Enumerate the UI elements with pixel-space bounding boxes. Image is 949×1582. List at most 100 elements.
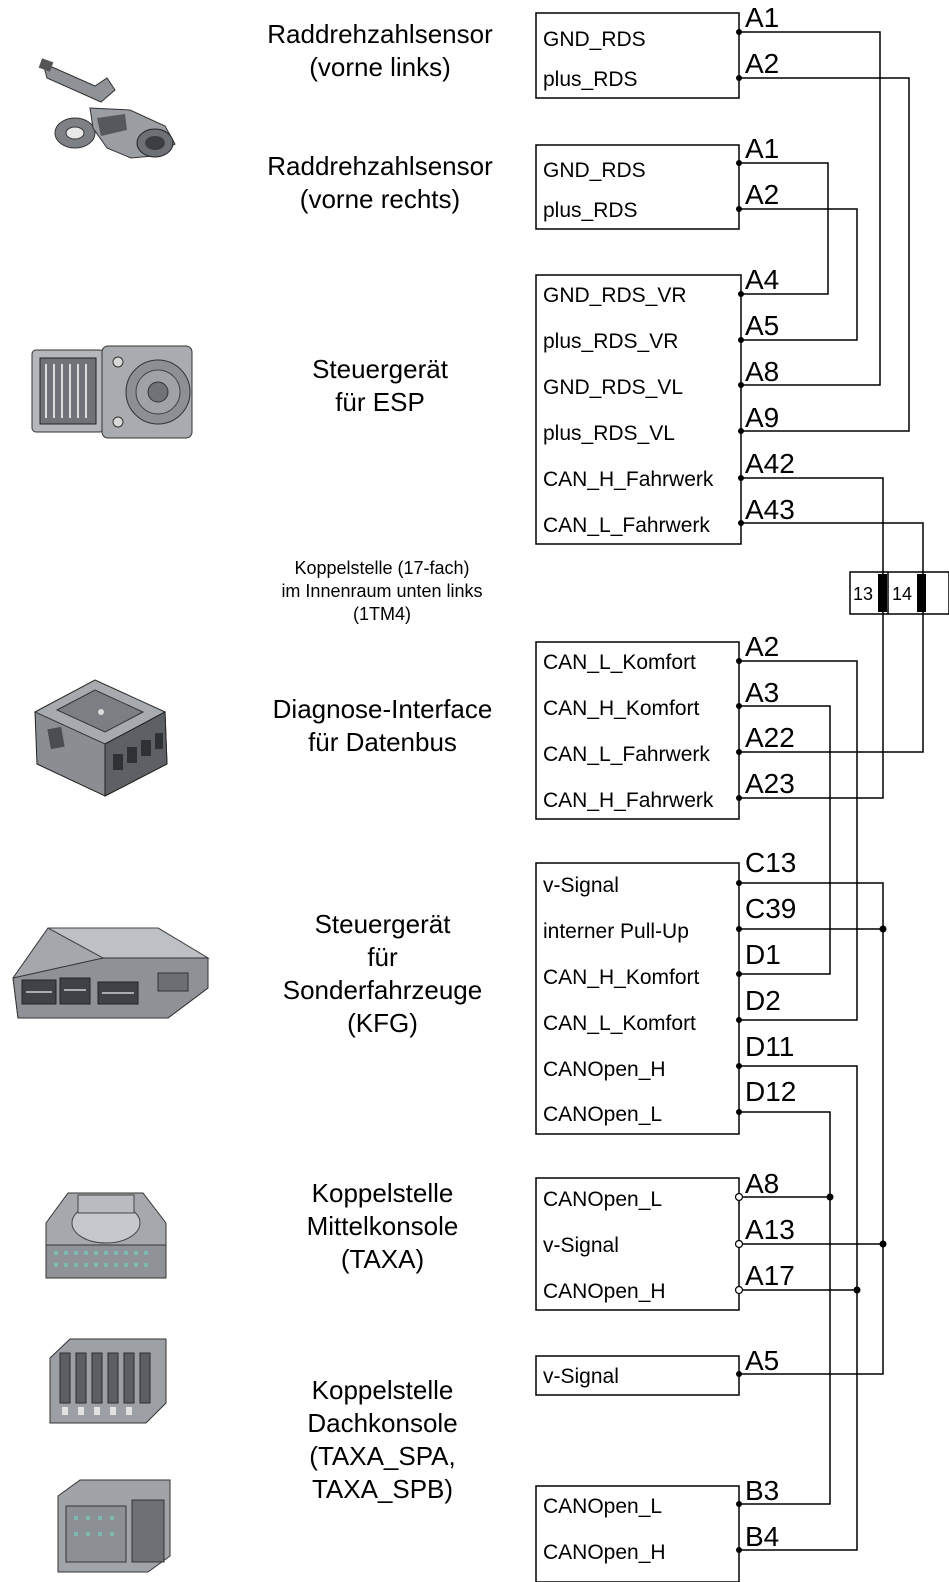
label-line: Koppelstelle bbox=[311, 1178, 454, 1208]
wire-plus-rds-vr bbox=[739, 208, 858, 341]
connector-box-taxa-spa bbox=[535, 1355, 740, 1396]
label-line: Koppelstelle (17-fach) bbox=[294, 558, 470, 578]
wire-v-signal bbox=[739, 882, 884, 1375]
pin-label: D2 bbox=[745, 985, 781, 1016]
connector-box-diagnose bbox=[535, 641, 740, 820]
signal-label: CANOpen_L bbox=[543, 1103, 662, 1126]
roof-console-connector-b-photo bbox=[57, 1479, 171, 1573]
wire-gnd-rds-vl bbox=[739, 31, 881, 386]
signal-label: CAN_H_Fahrwerk bbox=[543, 789, 714, 812]
wire-gnd-rds-vr bbox=[739, 162, 829, 295]
label-line: Dachkonsole bbox=[307, 1408, 458, 1438]
wire-can-l-fahrwerk bbox=[739, 522, 924, 753]
pin-label: B3 bbox=[745, 1475, 779, 1506]
label-line: Koppelstelle bbox=[311, 1375, 454, 1405]
pin-label: A5 bbox=[745, 310, 779, 341]
label-line: (KFG) bbox=[347, 1008, 418, 1038]
label-line: Mittelkonsole bbox=[306, 1211, 459, 1241]
pin-label: A23 bbox=[745, 768, 795, 799]
pin-label: A2 bbox=[745, 48, 779, 79]
label-line: für ESP bbox=[335, 387, 425, 417]
signal-label: CAN_L_Fahrwerk bbox=[543, 514, 710, 537]
wire-can-h-komfort bbox=[739, 705, 831, 975]
label-line: Sonderfahrzeuge bbox=[282, 975, 483, 1005]
wire-can-l-komfort bbox=[739, 660, 858, 1021]
wire-plus-rds-vl bbox=[739, 77, 910, 432]
signal-label: CAN_H_Komfort bbox=[543, 697, 700, 720]
label-line: Diagnose-Interface bbox=[272, 694, 493, 724]
koppelstelle-terminal-14 bbox=[917, 574, 926, 612]
pin-label: A42 bbox=[745, 448, 795, 479]
pin-label: D11 bbox=[745, 1031, 794, 1062]
label-line: (vorne rechts) bbox=[299, 184, 461, 214]
pin-label: A17 bbox=[745, 1260, 795, 1291]
pin-label: D12 bbox=[745, 1076, 796, 1107]
pin-dots bbox=[736, 29, 744, 1553]
pin-label: A43 bbox=[745, 494, 795, 525]
wheel-speed-sensor-photo bbox=[38, 58, 176, 159]
label-line: (TAXA) bbox=[340, 1244, 425, 1274]
label-line: TAXA_SPB) bbox=[311, 1474, 454, 1504]
pin-label: A8 bbox=[745, 356, 779, 387]
wire-can-h-fahrwerk bbox=[739, 477, 884, 799]
pin-label: A3 bbox=[745, 677, 779, 708]
label-line: Steuergerät bbox=[312, 354, 448, 384]
pin-label: A4 bbox=[745, 264, 779, 295]
signal-label: plus_RDS bbox=[543, 68, 638, 91]
open-pin-dots bbox=[734, 1192, 744, 1295]
signal-label: CANOpen_L bbox=[543, 1188, 662, 1211]
connector-box-rds-vl bbox=[535, 12, 740, 99]
signal-label: CAN_L_Komfort bbox=[543, 1012, 696, 1035]
signal-label: plus_RDS_VL bbox=[543, 422, 675, 445]
label-koppelstelle-1tm4: Koppelstelle (17-fach) im Innenraum unte… bbox=[232, 557, 532, 626]
pin-label: C39 bbox=[745, 893, 796, 924]
label-line: (TAXA_SPA, bbox=[309, 1441, 456, 1471]
wire-canopen-l bbox=[739, 1111, 831, 1505]
signal-label: CANOpen_H bbox=[543, 1280, 666, 1303]
label-line: für bbox=[367, 942, 398, 972]
pin-label: A1 bbox=[745, 133, 779, 164]
label-rds-vr: Raddrehzahlsensor (vorne rechts) bbox=[230, 150, 530, 216]
pin-label: A9 bbox=[745, 402, 779, 433]
pin-label: A5 bbox=[745, 1345, 779, 1376]
pin-label: A2 bbox=[745, 631, 779, 662]
connector-box-taxa-spb bbox=[535, 1485, 740, 1582]
signal-label: plus_RDS bbox=[543, 199, 638, 222]
signal-label: CAN_L_Fahrwerk bbox=[543, 743, 710, 766]
kfg-control-unit-photo bbox=[12, 927, 210, 1019]
pin-label: D1 bbox=[745, 939, 781, 970]
connector-box-taxa bbox=[535, 1177, 740, 1311]
diagnostic-interface-photo bbox=[33, 679, 168, 797]
label-kfg: Steuergerät für Sonderfahrzeuge (KFG) bbox=[230, 908, 535, 1040]
label-taxa: Koppelstelle Mittelkonsole (TAXA) bbox=[230, 1177, 535, 1276]
signal-label: CAN_H_Fahrwerk bbox=[543, 468, 714, 491]
pin-label: A22 bbox=[745, 722, 795, 753]
signal-label: GND_RDS_VL bbox=[543, 376, 683, 399]
signal-label: v-Signal bbox=[543, 874, 619, 897]
signal-label: CAN_L_Komfort bbox=[543, 651, 696, 674]
signal-label: interner Pull-Up bbox=[543, 920, 689, 943]
pin-label: A8 bbox=[745, 1168, 779, 1199]
connector-box-rds-vr bbox=[535, 144, 740, 230]
koppelstelle-box bbox=[849, 571, 949, 615]
signal-label: CANOpen_H bbox=[543, 1058, 666, 1081]
label-line: (1TM4) bbox=[353, 604, 411, 624]
esp-control-unit-photo bbox=[31, 345, 193, 439]
label-line: im Innenraum unten links bbox=[281, 581, 483, 601]
label-esp: Steuergerät für ESP bbox=[230, 353, 530, 419]
label-rds-vl: Raddrehzahlsensor (vorne links) bbox=[230, 18, 530, 84]
roof-console-connector-photo bbox=[49, 1338, 167, 1424]
label-line: für Datenbus bbox=[308, 727, 457, 757]
signal-label: GND_RDS bbox=[543, 28, 646, 51]
signal-label: CAN_H_Komfort bbox=[543, 966, 700, 989]
center-console-connector-photo bbox=[45, 1192, 167, 1279]
label-diagnose-interface: Diagnose-Interface für Datenbus bbox=[230, 693, 535, 759]
label-line: (vorne links) bbox=[309, 52, 451, 82]
pin-label: C13 bbox=[745, 847, 796, 878]
label-line: Raddrehzahlsensor bbox=[267, 151, 493, 181]
pin-label: A13 bbox=[745, 1214, 795, 1245]
connector-box-kfg bbox=[535, 862, 740, 1135]
pin-label: A2 bbox=[745, 179, 779, 210]
pin-label: A1 bbox=[745, 2, 779, 33]
